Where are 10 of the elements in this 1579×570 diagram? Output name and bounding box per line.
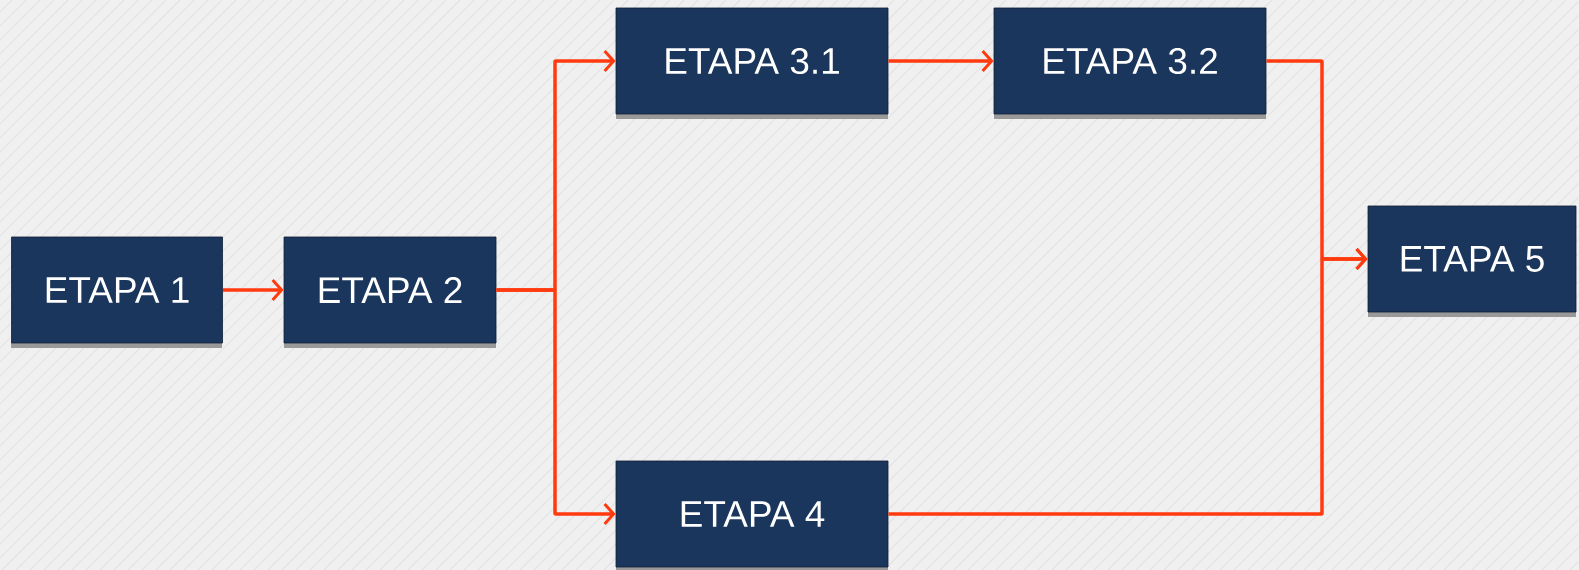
process-box: ETAPA 4 <box>615 460 889 570</box>
arrow <box>888 248 1368 516</box>
process-box: ETAPA 3.2 <box>993 7 1267 119</box>
arrow <box>496 288 616 525</box>
process-box: ETAPA 5 <box>1367 205 1577 317</box>
process-box: ETAPA 3.1 <box>615 7 889 119</box>
process-box: ETAPA 1 <box>11 236 223 348</box>
process-box: ETAPA 2 <box>283 236 497 348</box>
arrow <box>888 50 994 72</box>
arrow <box>222 279 284 301</box>
